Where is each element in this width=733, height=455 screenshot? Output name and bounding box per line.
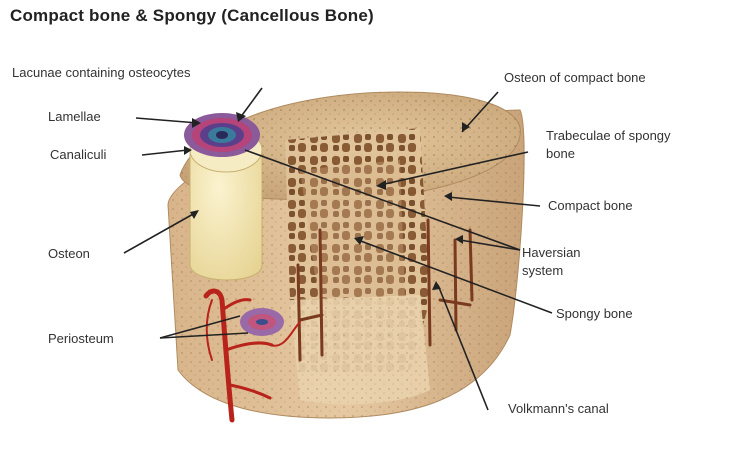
label-lamellae: Lamellae — [48, 109, 101, 125]
label-canaliculi: Canaliculi — [50, 147, 106, 163]
label-periosteum: Periosteum — [48, 331, 114, 347]
label-haversian-line2: system — [522, 263, 563, 279]
label-trabeculae-line2: bone — [546, 146, 575, 162]
label-haversian-line1: Haversian — [522, 245, 581, 261]
label-osteon-compact: Osteon of compact bone — [504, 70, 646, 86]
label-compact-bone: Compact bone — [548, 198, 633, 214]
label-lacunae: Lacunae containing osteocytes — [12, 65, 191, 81]
label-spongy-bone: Spongy bone — [556, 306, 633, 322]
periosteum-patch — [240, 308, 284, 336]
label-volkmann: Volkmann's canal — [508, 401, 609, 417]
label-trabeculae-line1: Trabeculae of spongy — [546, 128, 671, 144]
osteon-top-lamellae — [184, 113, 260, 157]
label-osteon: Osteon — [48, 246, 90, 262]
